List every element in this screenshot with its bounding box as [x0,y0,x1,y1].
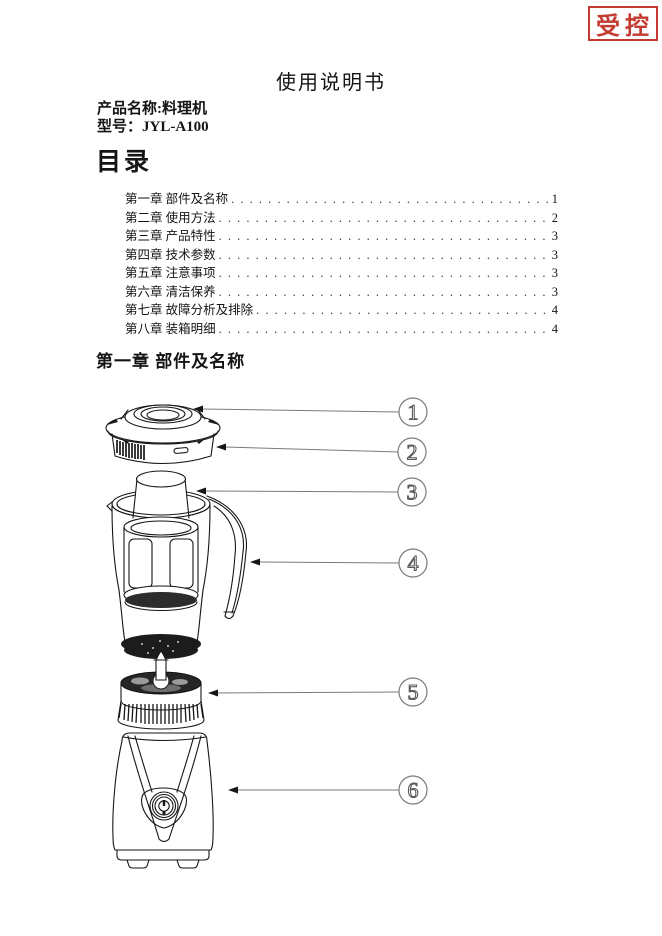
toc-page-number: 3 [551,229,558,243]
toc-row: 第四章 技术参数 . . . . . . . . . . . . . . . .… [125,244,558,263]
toc-page-number: 3 [551,247,558,262]
toc-row: 第八章 装箱明细 . . . . . . . . . . . . . . . .… [125,318,558,337]
model-line: 型号：JYL-A100 [97,119,209,135]
toc-row: 第一章 部件及名称 . . . . . . . . . . . . . . . … [125,188,558,207]
callout-2: 2 [397,437,427,467]
motor-base-drawing [112,732,214,869]
toc-entry-label: 第一章 部件及名称 [125,192,229,206]
toc-dot-leader: . . . . . . . . . . . . . . . . . . . . … [218,266,549,280]
product-name-line: 产品名称:料理机 [97,101,207,117]
toc-page-number: 4 [551,303,558,317]
callout-2-number: 2 [407,440,418,465]
toc-dot-leader: . . . . . . . . . . . . . . . . . . . . … [218,284,549,299]
toc-page-number: 4 [551,321,558,336]
toc-row: 第三章 产品特性 . . . . . . . . . . . . . . . .… [125,225,558,244]
page-title: 使用说明书 [276,72,386,94]
toc-dot-leader: . . . . . . . . . . . . . . . . . . . . … [256,303,549,317]
controlled-stamp: 受控 [588,6,658,41]
power-knob-drawing [141,787,187,829]
toc-page-number: 3 [551,266,558,280]
filter-basket-drawing [123,516,199,612]
toc-entry-label: 第二章 使用方法 [125,210,216,225]
toc-dot-leader: . . . . . . . . . . . . . . . . . . . . … [218,321,549,336]
callout-3: 3 [397,477,427,507]
callout-4: 4 [398,548,428,578]
toc-page-number: 1 [551,192,558,206]
callout-3-number: 3 [407,480,418,505]
collar-ribs [118,703,204,724]
toc-entry-label: 第五章 注意事项 [125,266,216,280]
toc-dot-leader: . . . . . . . . . . . . . . . . . . . . … [218,210,549,225]
toc-entry-label: 第六章 清洁保养 [125,284,216,299]
coupler-shaft-drawing [155,650,167,681]
toc-entry-label: 第八章 装箱明细 [125,321,216,336]
toc-dot-leader: . . . . . . . . . . . . . . . . . . . . … [218,247,549,262]
callout-6: 6 [398,775,428,805]
jug-handle-drawing [206,495,247,620]
toc-row: 第五章 注意事项 . . . . . . . . . . . . . . . .… [125,262,558,281]
blender-exploded-diagram: 1 2 3 4 5 6 [105,397,428,869]
jug-bottom-drawing [121,634,201,659]
toc-entry-label: 第三章 产品特性 [125,229,216,243]
toc-page-number: 2 [551,210,558,225]
toc-heading: 目录 [96,149,153,176]
measuring-cap-drawing [120,404,206,430]
toc-entry-label: 第七章 故障分析及排除 [125,303,254,317]
toc-row: 第六章 清洁保养 . . . . . . . . . . . . . . . .… [125,281,558,300]
callout-6-number: 6 [408,778,419,803]
toc-dot-leader: . . . . . . . . . . . . . . . . . . . . … [218,229,549,243]
callout-4-number: 4 [408,551,419,576]
callout-1-number: 1 [408,400,419,425]
pusher-cone-drawing [132,470,190,519]
callout-1: 1 [398,397,428,427]
toc-row: 第二章 使用方法 . . . . . . . . . . . . . . . .… [125,207,558,226]
callout-5-number: 5 [408,680,419,705]
toc-page-number: 3 [551,284,558,299]
chapter-1-heading: 第一章 部件及名称 [96,352,246,371]
table-of-contents: 第一章 部件及名称 . . . . . . . . . . . . . . . … [125,188,558,336]
toc-dot-leader: . . . . . . . . . . . . . . . . . . . . … [231,192,549,206]
toc-row: 第七章 故障分析及排除 . . . . . . . . . . . . . . … [125,299,558,318]
callout-5: 5 [398,677,428,707]
jug-drawing [106,470,247,659]
blade-collar-drawing [117,650,205,730]
lid-drawing [105,412,221,465]
toc-entry-label: 第四章 技术参数 [125,247,216,262]
leader-lines [193,405,400,794]
